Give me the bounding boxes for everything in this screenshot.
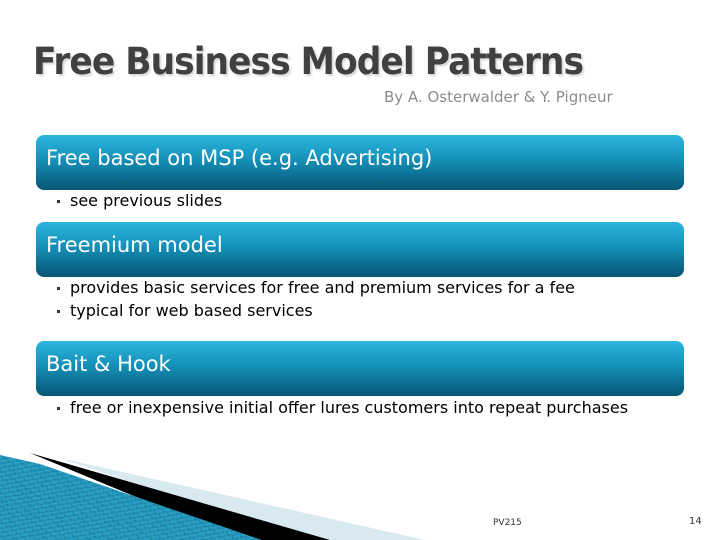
bullet-icon	[57, 200, 60, 203]
section-heading: Freemium model	[46, 233, 223, 257]
decorative-swoosh-icon	[0, 453, 425, 540]
bullet-icon	[57, 310, 60, 313]
bullet-item: see previous slides	[56, 189, 676, 212]
bullet-item: typical for web based services	[56, 299, 676, 322]
slide-subtitle: By A. Osterwalder & Y. Pigneur	[384, 88, 613, 106]
footer-course-code: PV215	[493, 518, 522, 528]
bullet-item: free or inexpensive initial offer lures …	[56, 396, 646, 419]
bullet-icon	[57, 407, 60, 410]
section-bullets-msp: see previous slides	[56, 189, 676, 212]
section-bullets-bait-hook: free or inexpensive initial offer lures …	[56, 396, 646, 419]
section-header-bait-hook: Bait & Hook	[36, 341, 684, 396]
bullet-icon	[57, 287, 60, 290]
section-header-msp: Free based on MSP (e.g. Advertising)	[36, 135, 684, 190]
bullet-item: provides basic services for free and pre…	[56, 276, 676, 299]
section-heading: Free based on MSP (e.g. Advertising)	[46, 146, 433, 170]
section-header-freemium: Freemium model	[36, 222, 684, 277]
section-heading: Bait & Hook	[46, 352, 171, 376]
section-bullets-freemium: provides basic services for free and pre…	[56, 276, 676, 322]
footer-page-number: 14	[689, 516, 702, 527]
slide-title: Free Business Model Patterns	[33, 40, 584, 83]
